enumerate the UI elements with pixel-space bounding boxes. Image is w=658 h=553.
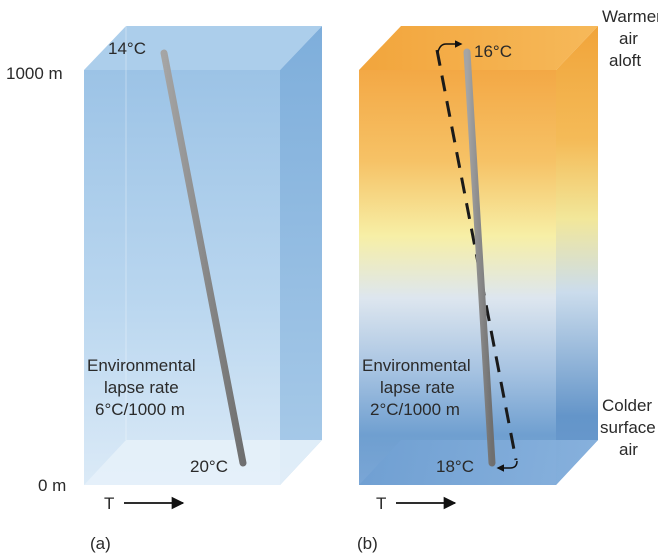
- panel-a-floor: [84, 440, 322, 485]
- panel-a-top-altitude: 1000 m: [6, 64, 63, 83]
- panel-b-warm-line2: air: [619, 29, 638, 48]
- panel-b: 16°C 18°C Environmental lapse rate 2°C/1…: [357, 7, 658, 553]
- panel-a-axis-label: T: [104, 494, 114, 513]
- panel-b-cold-line2: surface: [600, 418, 656, 437]
- panel-b-lapse-line1: Environmental: [362, 356, 471, 375]
- panel-a-lapse-line1: Environmental: [87, 356, 196, 375]
- panel-a-lapse-line2: lapse rate: [104, 378, 179, 397]
- panel-b-floor: [359, 440, 598, 485]
- panel-a: 1000 m 0 m 14°C 20°C Environmental lapse…: [6, 26, 322, 553]
- panel-a-side-face: [280, 26, 322, 485]
- panel-b-lapse-line2: lapse rate: [380, 378, 455, 397]
- panel-b-side-face: [556, 26, 598, 485]
- panel-a-top-face: [84, 26, 322, 70]
- panel-b-top-face: [359, 26, 598, 70]
- panel-b-axis-label: T: [376, 494, 386, 513]
- panel-a-top-temp: 14°C: [108, 39, 146, 58]
- panel-a-bottom-altitude: 0 m: [38, 476, 66, 495]
- panel-b-front-face: [359, 70, 556, 485]
- panel-b-warm-line3: aloft: [609, 51, 641, 70]
- panel-b-bottom-temp: 18°C: [436, 457, 474, 476]
- panel-b-top-temp: 16°C: [474, 42, 512, 61]
- panel-a-lapse-line: [160, 49, 247, 467]
- panel-b-bottom-shift-arrow: [496, 460, 518, 472]
- panel-b-lapse-line: [463, 48, 496, 467]
- panel-b-label: (b): [357, 534, 378, 553]
- panel-b-warm-line1: Warmer: [602, 7, 658, 26]
- panel-b-cold-line3: air: [619, 440, 638, 459]
- panel-a-bottom-temp: 20°C: [190, 457, 228, 476]
- panel-a-label: (a): [90, 534, 111, 553]
- panel-b-top-shift-arrow: [437, 40, 463, 53]
- panel-b-cold-line1: Colder: [602, 396, 652, 415]
- panel-b-lapse-line3: 2°C/1000 m: [370, 400, 460, 419]
- panel-a-lapse-line3: 6°C/1000 m: [95, 400, 185, 419]
